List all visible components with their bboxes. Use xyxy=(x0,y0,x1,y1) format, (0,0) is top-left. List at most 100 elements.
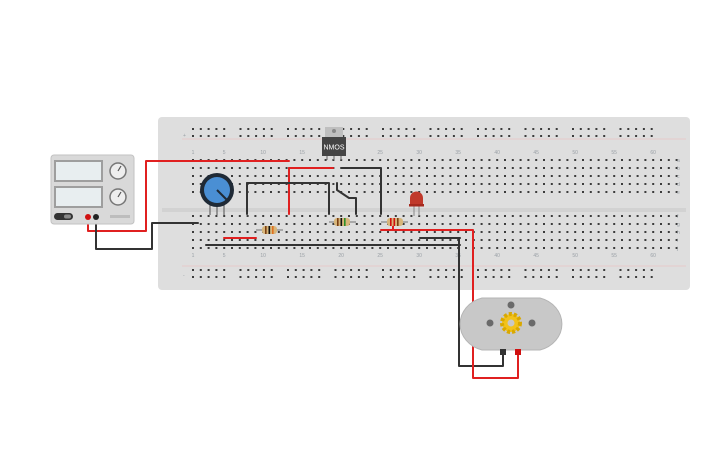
breadboard-hole xyxy=(342,128,345,130)
pot-indicator xyxy=(216,189,228,201)
breadboard-hole xyxy=(589,175,592,177)
psu-terminal-positive[interactable] xyxy=(85,214,91,220)
breadboard-hole xyxy=(340,183,343,185)
breadboard-hole xyxy=(613,247,616,249)
dc-motor[interactable] xyxy=(459,297,563,355)
breadboard-hole xyxy=(324,175,327,177)
breadboard-hole xyxy=(285,175,288,177)
breadboard-hole xyxy=(605,223,608,225)
breadboard-hole xyxy=(621,159,623,161)
breadboard-hole xyxy=(496,215,499,217)
breadboard-hole xyxy=(550,167,553,169)
breadboard-hole xyxy=(254,175,257,177)
mosfet[interactable]: NMOS xyxy=(322,127,346,160)
breadboard-hole xyxy=(460,135,463,137)
breadboard-hole xyxy=(635,276,638,278)
breadboard-hole xyxy=(332,191,335,193)
breadboard-hole xyxy=(457,159,460,161)
breadboard-hole xyxy=(460,128,463,130)
rail-minus-sign: - xyxy=(183,273,185,279)
breadboard-hole xyxy=(426,215,428,217)
breadboard-hole xyxy=(277,191,280,193)
led[interactable] xyxy=(409,191,424,216)
breadboard-hole xyxy=(418,247,421,249)
breadboard-hole xyxy=(418,175,421,177)
column-number: 15 xyxy=(299,253,305,259)
breadboard-hole xyxy=(247,269,250,271)
breadboard-hole xyxy=(484,276,487,278)
breadboard-hole xyxy=(287,135,289,137)
breadboard-hole xyxy=(566,167,569,169)
breadboard-hole xyxy=(294,135,297,137)
wire-red-motor[interactable] xyxy=(380,229,519,379)
breadboard-hole xyxy=(223,231,226,233)
breadboard-hole xyxy=(332,239,335,241)
resistor-3[interactable] xyxy=(381,218,408,226)
breadboard-hole xyxy=(574,239,577,241)
breadboard-hole xyxy=(605,191,608,193)
gear-icon xyxy=(500,312,522,334)
breadboard-hole xyxy=(382,269,384,271)
breadboard-hole xyxy=(340,175,343,177)
breadboard-hole xyxy=(231,215,233,217)
wire-black-h1[interactable] xyxy=(246,182,330,215)
breadboard-hole xyxy=(309,239,311,241)
breadboard-hole xyxy=(540,135,543,137)
breadboard-hole xyxy=(587,276,590,278)
breadboard-hole xyxy=(287,269,289,271)
breadboard-hole xyxy=(465,215,467,217)
breadboard-hole xyxy=(394,183,397,185)
breadboard-hole xyxy=(285,247,288,249)
wire-black-gate[interactable] xyxy=(341,167,382,215)
breadboard-hole xyxy=(410,223,413,225)
breadboard-hole xyxy=(316,175,319,177)
breadboard-hole xyxy=(433,167,436,169)
column-number: 40 xyxy=(494,150,500,156)
breadboard-hole xyxy=(324,239,327,241)
psu-terminal-negative[interactable] xyxy=(93,214,99,220)
column-number: 55 xyxy=(611,253,617,259)
breadboard-hole xyxy=(262,167,265,169)
column-number: 15 xyxy=(299,150,305,156)
breadboard-hole xyxy=(675,231,678,233)
breadboard-hole xyxy=(642,269,645,271)
breadboard-hole xyxy=(293,239,296,241)
breadboard-hole xyxy=(605,183,608,185)
column-number: 50 xyxy=(572,150,578,156)
wire-red-psu[interactable] xyxy=(87,160,290,232)
breadboard-hole xyxy=(597,247,600,249)
breadboard-hole xyxy=(223,167,226,169)
breadboard-hole xyxy=(348,231,350,233)
row-letter: j xyxy=(676,246,678,252)
breadboard-hole xyxy=(238,175,241,177)
breadboard-hole xyxy=(613,175,616,177)
wire-black-motor[interactable] xyxy=(458,237,504,367)
breadboard-hole xyxy=(293,231,296,233)
breadboard-hole xyxy=(519,215,522,217)
breadboard-hole xyxy=(543,191,545,193)
motor-terminal-negative[interactable] xyxy=(500,349,506,355)
breadboard-hole xyxy=(628,167,631,169)
resistor-2[interactable] xyxy=(329,218,356,226)
power-supply[interactable] xyxy=(50,154,135,225)
breadboard-hole xyxy=(496,239,499,241)
column-number: 5 xyxy=(223,253,226,259)
motor-terminal-positive[interactable] xyxy=(515,349,521,355)
breadboard-hole xyxy=(472,159,475,161)
wire-black-drain[interactable] xyxy=(336,182,357,215)
breadboard-hole xyxy=(535,239,538,241)
resistor-3-band xyxy=(393,218,396,226)
breadboard-hole xyxy=(603,269,606,271)
breadboard-hole xyxy=(635,135,638,137)
breadboard-hole xyxy=(595,269,598,271)
breadboard-hole xyxy=(457,231,460,233)
breadboard-hole xyxy=(410,191,413,193)
potentiometer[interactable] xyxy=(200,173,234,215)
breadboard-hole xyxy=(550,191,553,193)
breadboard-hole xyxy=(246,231,249,233)
resistor-1[interactable] xyxy=(256,226,283,234)
wire-black-psu[interactable] xyxy=(95,216,199,250)
breadboard-hole xyxy=(589,183,592,185)
